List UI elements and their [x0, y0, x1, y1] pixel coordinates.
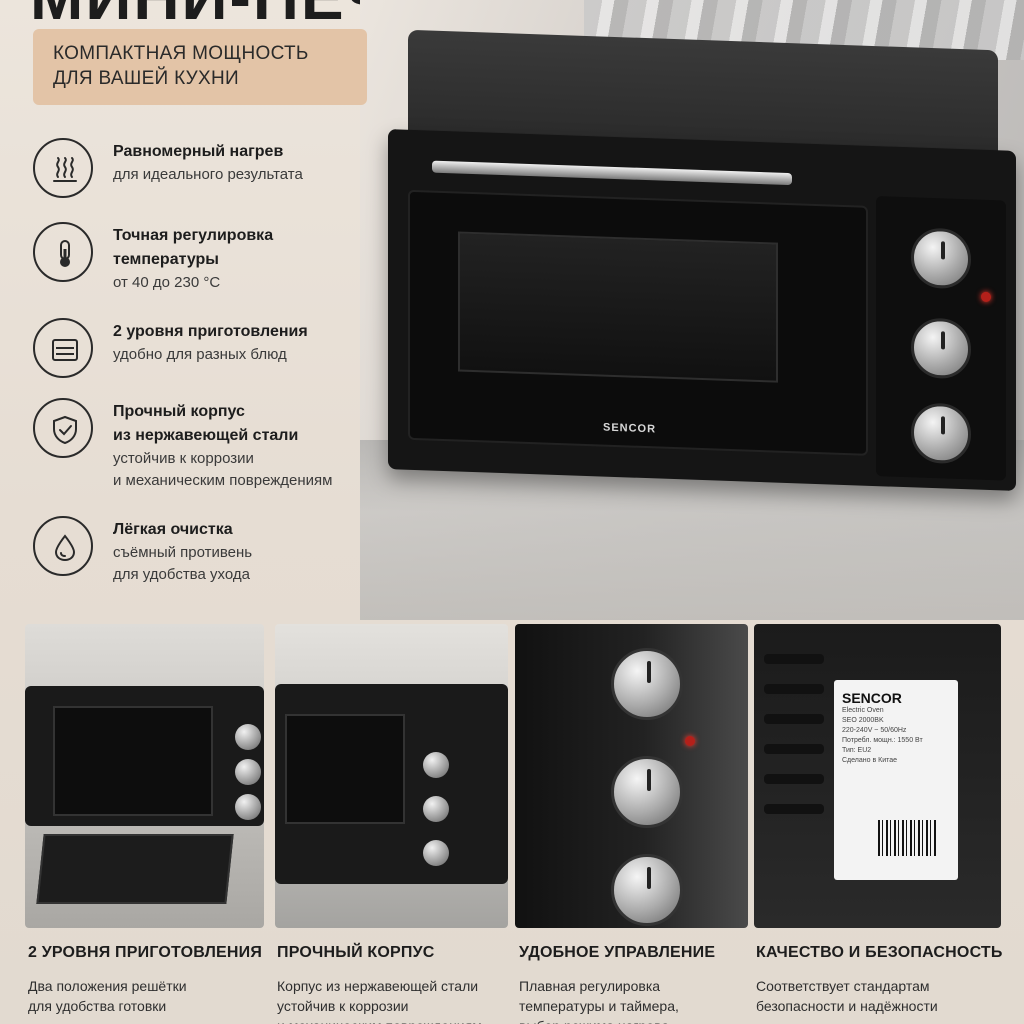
caption-line: Два положения решётки	[28, 978, 187, 994]
feature-desc: для идеального результата	[113, 166, 303, 183]
feature-desc: от 40 до 230 °C	[113, 274, 221, 291]
headline-badge: КОМПАКТНАЯ МОЩНОСТЬ ДЛЯ ВАШЕЙ КУХНИ	[33, 29, 367, 105]
oven-levels-icon	[33, 318, 93, 378]
heat-waves-icon	[33, 138, 93, 198]
feature-title-line-1: Точная регулировка	[113, 227, 274, 244]
badge-line-2: ДЛЯ ВАШЕЙ КУХНИ	[53, 68, 239, 89]
oven-hero-image: SENCOR	[388, 29, 1016, 491]
caption-controls: УДОБНОЕ УПРАВЛЕНИЕ Плавная регулировка т…	[519, 944, 715, 1024]
vent-slot	[764, 774, 824, 784]
sticker-line: Потребл. мощн.: 1550 Вт	[842, 737, 923, 744]
photo-open-oven	[25, 624, 264, 928]
indicator-led	[685, 736, 695, 746]
photo-control-panel	[515, 624, 748, 928]
knob-1	[423, 752, 449, 778]
feature-title: Равномерный нагрев	[113, 143, 284, 160]
oven-control-panel	[876, 196, 1006, 481]
caption-line: устойчив к коррозии	[277, 998, 409, 1014]
feature-title-line-2: из нержавеющей стали	[113, 427, 299, 444]
vent-slot	[764, 684, 824, 694]
caption-line: Соответствует стандартам	[756, 978, 930, 994]
caption-line: безопасности и надёжности	[756, 998, 938, 1014]
barcode	[878, 820, 938, 856]
knob-3	[235, 794, 261, 820]
sticker-line: Electric Oven	[842, 707, 884, 714]
caption-title: ПРОЧНЫЙ КОРПУС	[277, 944, 435, 961]
sticker-line: SEO 2000BK	[842, 717, 884, 724]
oven-brand-logo: SENCOR	[603, 421, 657, 436]
caption-two-levels: 2 УРОВНЯ ПРИГОТОВЛЕНИЯ Два положения реш…	[28, 944, 262, 1016]
photo-rating-label: SENCOR Electric Oven SEO 2000BK 220-240V…	[754, 624, 1001, 928]
timer-knob	[611, 854, 683, 926]
feature-desc-line-1: устойчив к коррозии	[113, 450, 254, 467]
oven-door	[285, 714, 405, 824]
caption-line: и механическим повреждениям	[277, 1016, 482, 1024]
sticker-line: Сделано в Китае	[842, 757, 898, 764]
knob-2	[423, 796, 449, 822]
feature-desc-line-2: и механическим повреждениям	[113, 472, 333, 489]
water-drop-icon	[33, 516, 93, 576]
shield-check-icon	[33, 398, 93, 458]
knob-1	[235, 724, 261, 750]
knob-2	[235, 759, 261, 785]
caption-steel-body: ПРОЧНЫЙ КОРПУС Корпус из нержавеющей ста…	[277, 944, 482, 1024]
oven-window	[458, 231, 778, 383]
badge-line-1: КОМПАКТНАЯ МОЩНОСТЬ	[53, 43, 309, 64]
knob-3	[423, 840, 449, 866]
caption-line: Плавная регулировка	[519, 978, 661, 994]
caption-line: для удобства готовки	[28, 998, 167, 1014]
timer-knob	[911, 402, 971, 465]
temperature-knob	[911, 227, 971, 290]
feature-title: Лёгкая очистка	[113, 521, 233, 538]
mode-knob	[611, 756, 683, 828]
caption-title: 2 УРОВНЯ ПРИГОТОВЛЕНИЯ	[28, 944, 263, 961]
caption-title: УДОБНОЕ УПРАВЛЕНИЕ	[519, 944, 716, 961]
caption-line: выбор режима нагрева	[519, 1016, 715, 1024]
indicator-led	[981, 291, 991, 303]
vent-slot	[764, 744, 824, 754]
feature-title: 2 уровня приготовления	[113, 323, 308, 340]
feature-title-line-2: температуры	[113, 251, 219, 268]
vent-slot	[764, 654, 824, 664]
vent-slot	[764, 804, 824, 814]
caption-line: температуры и таймера,	[519, 998, 679, 1014]
feature-desc-line-2: для удобства ухода	[113, 566, 250, 583]
caption-quality: КАЧЕСТВО И БЕЗОПАСНОСТЬ Соответствует ст…	[756, 944, 1003, 1016]
sticker-line: 220-240V ~ 50/60Hz	[842, 727, 907, 734]
feature-desc-line-1: съёмный противень	[113, 544, 253, 561]
thermometer-icon	[33, 222, 93, 282]
sticker-line: Тип: EU2	[842, 747, 872, 754]
temperature-knob	[611, 648, 683, 720]
mode-knob	[911, 317, 971, 380]
feature-desc: удобно для разных блюд	[113, 346, 287, 363]
oven-door-open	[36, 834, 234, 904]
feature-title-line-1: Прочный корпус	[113, 403, 245, 420]
rating-sticker: SENCOR Electric Oven SEO 2000BK 220-240V…	[834, 680, 958, 880]
caption-title: КАЧЕСТВО И БЕЗОПАСНОСТЬ	[756, 944, 1003, 961]
vent-slot	[764, 714, 824, 724]
photo-oven-body	[275, 624, 508, 928]
sticker-brand: SENCOR	[842, 690, 902, 706]
caption-line: Корпус из нержавеющей стали	[277, 978, 479, 994]
oven-cavity	[53, 706, 213, 816]
